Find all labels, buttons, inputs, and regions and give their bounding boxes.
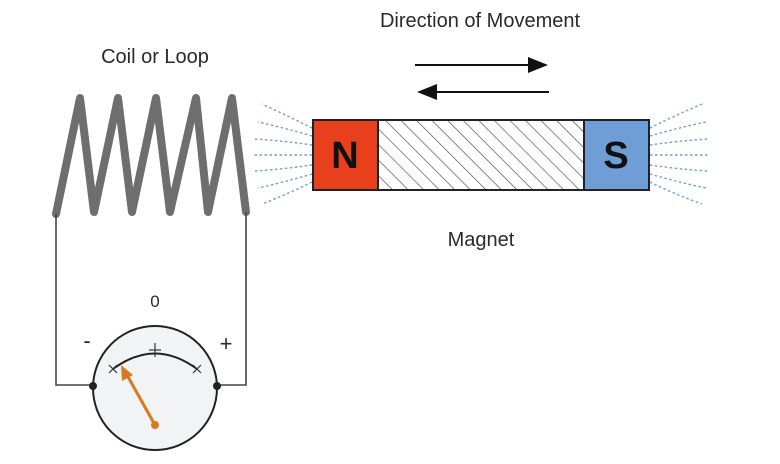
wire-left	[55, 214, 93, 386]
arrow-left-head	[417, 84, 437, 100]
direction-label: Direction of Movement	[380, 10, 581, 32]
north-pole	[312, 119, 379, 191]
meter-zero-label: 0	[150, 292, 159, 311]
terminal-right	[213, 382, 221, 390]
coil-label: Coil or Loop	[101, 46, 209, 68]
south-pole-label: S	[603, 135, 628, 177]
south-pole	[583, 119, 650, 191]
field-lines-south	[649, 103, 710, 205]
scale-tick-plus	[192, 364, 202, 374]
galvanometer-needle	[125, 374, 157, 426]
circuit-wires	[55, 212, 247, 386]
arrow-right-head	[528, 57, 548, 73]
magnet-label: Magnet	[448, 229, 515, 251]
coil	[52, 94, 250, 218]
direction-arrows	[415, 57, 549, 100]
magnet-body	[377, 119, 585, 191]
scale-tick-minus	[108, 364, 118, 374]
bar-magnet: N S	[312, 119, 650, 191]
meter-plus-label: +	[220, 331, 233, 356]
coil-winding	[52, 94, 250, 218]
wire-right	[217, 212, 247, 386]
galvanometer	[89, 325, 221, 451]
needle-arrowhead	[121, 365, 133, 381]
field-lines-north	[254, 103, 313, 205]
needle-pivot	[151, 421, 159, 429]
meter-minus-label: -	[83, 328, 90, 353]
north-pole-label: N	[331, 135, 358, 177]
terminal-left	[89, 382, 97, 390]
